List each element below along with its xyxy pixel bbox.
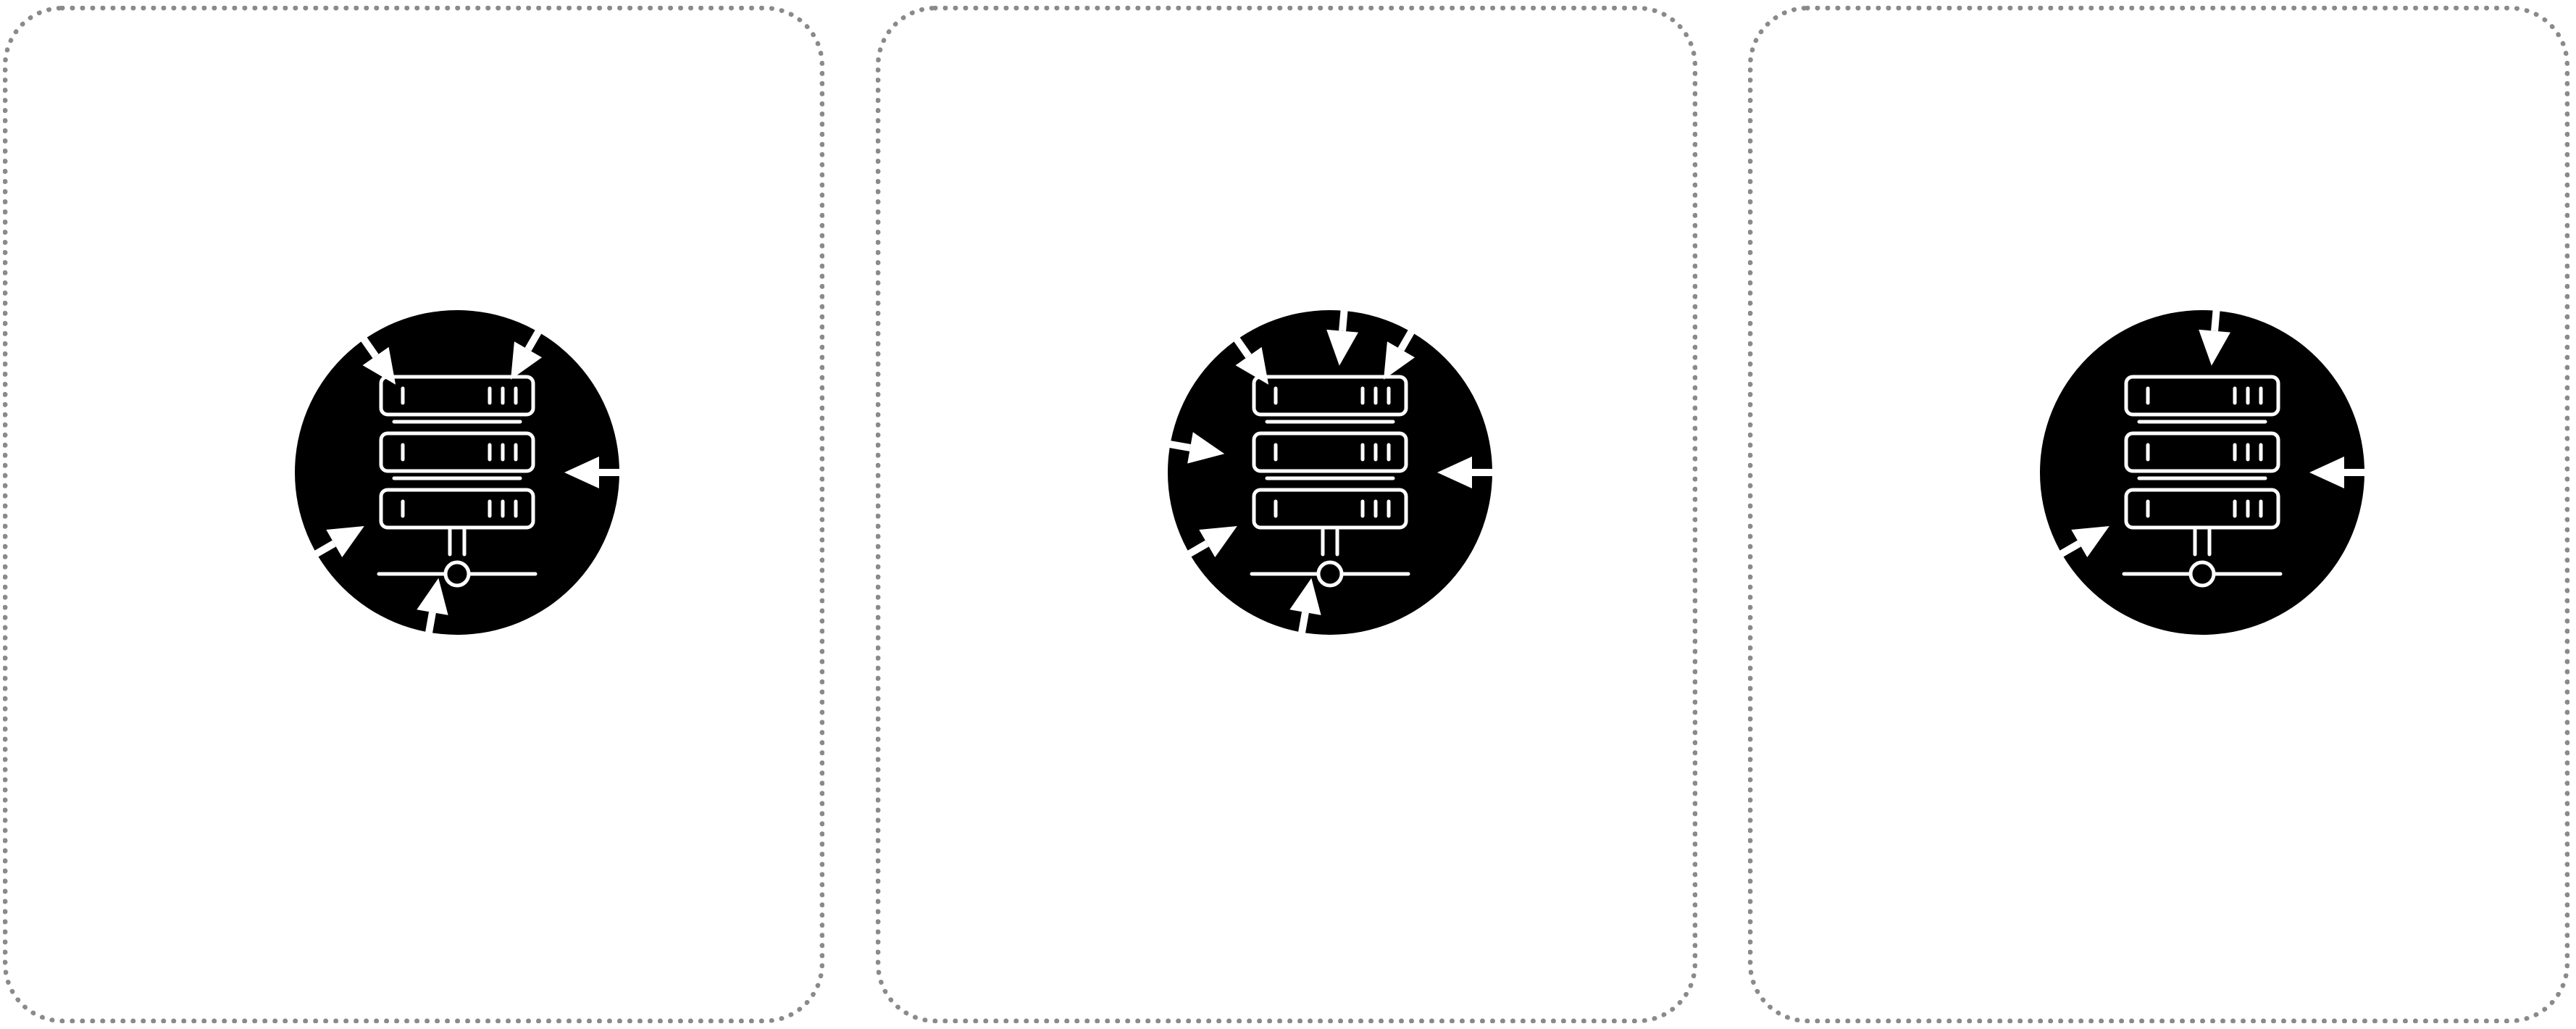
- arrow-shaft: [1152, 438, 1191, 451]
- arrow-shaft: [1224, 322, 1252, 359]
- arrow-head: [1384, 341, 1415, 380]
- arrow-lower-left: [511, 314, 551, 380]
- arrow-top: [417, 578, 448, 651]
- rack-unit: [1252, 431, 1408, 473]
- arrow-shaft: [351, 322, 379, 359]
- arrow-shaft: [1339, 293, 1350, 332]
- arrow-lower-left: [1384, 314, 1423, 380]
- server-rack: [377, 375, 538, 588]
- arrow-shaft: [2211, 293, 2222, 332]
- arrow-head: [2199, 329, 2230, 366]
- arrow-upper-right: [299, 526, 364, 566]
- network-node: [1316, 560, 1344, 588]
- rack-unit: [379, 431, 535, 473]
- arrow-head: [2309, 457, 2344, 488]
- arrow-shaft: [1397, 314, 1423, 351]
- arrow-head: [511, 341, 543, 380]
- arrow-top: [1289, 578, 1321, 651]
- panel-3: [1748, 6, 2569, 1023]
- arrow-head: [1326, 329, 1358, 366]
- arrow-left: [1437, 457, 1510, 488]
- arrow-head: [417, 578, 448, 615]
- arrow-right: [1152, 432, 1225, 464]
- server-rack-icon: [2040, 293, 2382, 635]
- server-rack-icon: [1152, 293, 1510, 651]
- arrow-shaft: [422, 612, 436, 651]
- arrow-lower-right: [351, 322, 396, 385]
- panel-1: [3, 6, 824, 1023]
- arrow-shaft: [299, 540, 336, 566]
- rack-unit: [2124, 431, 2280, 473]
- rack-unit: [379, 375, 535, 417]
- panel-2: [876, 6, 1697, 1023]
- arrow-head: [1235, 346, 1269, 385]
- rack-unit: [2124, 375, 2280, 417]
- arrow-head: [1437, 457, 1472, 488]
- arrow-head: [1289, 578, 1321, 615]
- arrow-left: [564, 457, 637, 488]
- arrow-bottom: [1326, 293, 1358, 366]
- rack-unit: [2124, 488, 2280, 530]
- arrow-shaft: [2044, 540, 2081, 566]
- arrow-head: [362, 346, 396, 385]
- arrow-head: [1187, 432, 1225, 464]
- arrow-lower-right: [1224, 322, 1269, 385]
- arrow-head: [326, 526, 364, 558]
- rack-unit: [379, 488, 535, 530]
- rack-unit: [1252, 375, 1408, 417]
- arrow-shaft: [1172, 540, 1209, 566]
- server-rack-icon: [295, 310, 637, 651]
- server-rack: [2122, 375, 2283, 588]
- network-node: [443, 560, 471, 588]
- arrow-shaft: [524, 314, 551, 351]
- arrow-upper-right: [1172, 526, 1237, 566]
- rack-unit: [1252, 488, 1408, 530]
- network-node: [2188, 560, 2216, 588]
- arrow-bottom: [2199, 293, 2230, 366]
- arrow-upper-right: [2044, 526, 2109, 566]
- arrow-head: [1199, 526, 1237, 558]
- arrow-head: [564, 457, 599, 488]
- arrow-head: [2071, 526, 2109, 558]
- server-rack: [1250, 375, 1410, 588]
- arrow-left: [2309, 457, 2382, 488]
- arrow-shaft: [1295, 612, 1309, 651]
